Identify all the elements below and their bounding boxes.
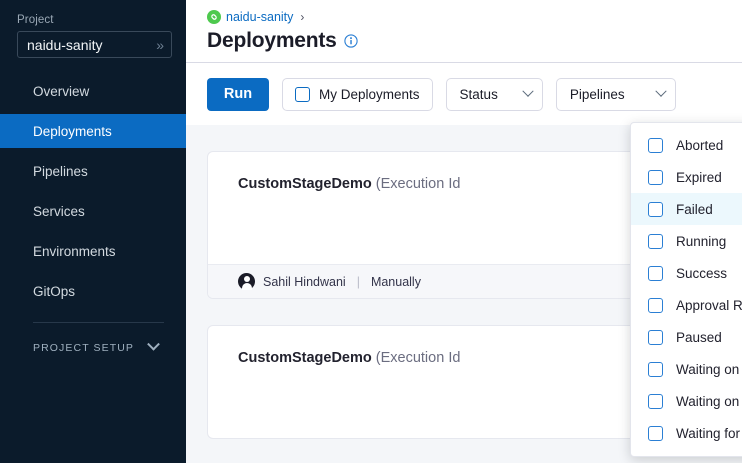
status-option-waiting-on-approval[interactable]: Waiting on approval	[631, 353, 742, 385]
breadcrumb-project-link[interactable]: naidu-sanity	[226, 10, 294, 24]
sidebar-section-project-setup[interactable]: PROJECT SETUP	[0, 337, 186, 359]
status-option-label: Waiting for resources	[676, 425, 742, 441]
chevron-down-icon	[522, 85, 534, 97]
sidebar-item-label: Services	[33, 203, 85, 219]
deployment-author: Sahil Hindwani	[263, 274, 346, 289]
page-header: naidu-sanity › Deployments	[186, 0, 742, 63]
status-filter-label: Status	[459, 86, 498, 102]
breadcrumb: naidu-sanity ›	[207, 8, 742, 26]
status-option-waiting-for-resources[interactable]: Waiting for resources	[631, 417, 742, 449]
deployment-title: CustomStageDemo (Execution Id	[238, 350, 741, 366]
status-option-paused[interactable]: Paused	[631, 321, 742, 353]
status-option-label: Paused	[676, 329, 722, 345]
status-option-aborted[interactable]: Aborted	[631, 129, 742, 161]
sidebar-item-deployments[interactable]: Deployments	[0, 114, 186, 148]
checkbox-icon[interactable]	[648, 297, 663, 313]
status-option-label: Failed	[676, 201, 713, 217]
status-option-label: Approval Rejected	[676, 297, 742, 313]
checkbox-icon[interactable]	[648, 265, 663, 281]
status-option-label: Waiting on approval	[676, 361, 742, 377]
sidebar-item-label: Pipelines	[33, 163, 88, 179]
breadcrumb-separator: ›	[300, 10, 305, 24]
avatar	[238, 273, 255, 290]
checkbox-icon[interactable]	[648, 361, 663, 377]
run-button[interactable]: Run	[207, 77, 269, 111]
checkbox-icon[interactable]	[648, 169, 663, 185]
deployment-card-body: CustomStageDemo (Execution Id	[208, 326, 741, 438]
project-selector-value: naidu-sanity	[27, 36, 103, 53]
status-option-approval-rejected[interactable]: Approval Rejected	[631, 289, 742, 321]
info-icon[interactable]	[344, 34, 358, 48]
chevron-double-right-icon: »	[156, 36, 164, 53]
pipelines-filter-dropdown[interactable]: Pipelines	[555, 77, 676, 111]
chevron-down-icon	[654, 85, 667, 97]
status-option-label: Expired	[676, 169, 722, 185]
deployment-card-body: CustomStageDemo (Execution Id	[208, 152, 741, 264]
my-deployments-label: My Deployments	[319, 86, 420, 102]
main-area: naidu-sanity › Deployments Run My Deploy…	[186, 0, 742, 463]
status-option-expired[interactable]: Expired	[631, 161, 742, 193]
project-label: Project	[17, 14, 54, 26]
my-deployments-filter[interactable]: My Deployments	[282, 77, 433, 111]
sidebar-item-label: Deployments	[33, 123, 112, 139]
status-option-failed[interactable]: Failed	[631, 193, 742, 225]
status-option-label: Aborted	[676, 137, 724, 153]
status-filter-dropdown[interactable]: Status	[445, 77, 543, 111]
sidebar-item-services[interactable]: Services	[0, 194, 186, 228]
checkbox-icon[interactable]	[648, 425, 663, 441]
checkbox-icon[interactable]	[648, 201, 663, 217]
checkbox-icon[interactable]	[648, 329, 663, 345]
sidebar-item-pipelines[interactable]: Pipelines	[0, 154, 186, 188]
sidebar-nav: Overview Deployments Pipelines Services …	[0, 74, 186, 308]
checkbox-icon[interactable]	[648, 393, 663, 409]
deployment-execution-id: (Execution Id	[371, 350, 461, 366]
filters-toolbar: Run My Deployments Status Pipelines	[186, 63, 742, 125]
status-option-waiting-on-intervention[interactable]: Waiting on intervention	[631, 385, 742, 417]
deployment-name: CustomStageDemo	[238, 350, 372, 366]
deployment-title: CustomStageDemo (Execution Id	[238, 176, 741, 192]
page-title: Deployments	[207, 29, 337, 52]
project-link-icon	[207, 10, 221, 24]
status-option-label: Waiting on intervention	[676, 393, 742, 409]
sidebar-divider	[33, 322, 164, 323]
chevron-down-icon	[147, 337, 160, 351]
sidebar-item-environments[interactable]: Environments	[0, 234, 186, 268]
pipelines-filter-label: Pipelines	[569, 86, 625, 102]
sidebar-item-label: Environments	[33, 243, 116, 259]
sidebar-item-overview[interactable]: Overview	[0, 74, 186, 108]
footer-separator: |	[356, 274, 360, 289]
status-option-label: Success	[676, 265, 728, 281]
status-option-success[interactable]: Success	[631, 257, 742, 289]
status-option-label: Running	[676, 233, 727, 249]
sidebar-item-gitops[interactable]: GitOps	[0, 274, 186, 308]
checkbox-icon[interactable]	[648, 137, 663, 153]
checkbox-icon[interactable]	[648, 233, 663, 249]
checkbox-icon[interactable]	[295, 86, 310, 102]
project-setup-label: PROJECT SETUP	[33, 342, 135, 354]
deployment-trigger: Manually	[370, 274, 421, 289]
sidebar-item-label: Overview	[33, 83, 90, 99]
sidebar-item-label: GitOps	[33, 283, 76, 299]
deployment-name: CustomStageDemo	[238, 176, 372, 192]
project-selector[interactable]: naidu-sanity »	[17, 31, 172, 58]
status-option-running[interactable]: Running	[631, 225, 742, 257]
sidebar: Project naidu-sanity » Overview Deployme…	[0, 0, 186, 463]
title-row: Deployments	[207, 29, 742, 53]
deployment-execution-id: (Execution Id	[371, 176, 461, 192]
